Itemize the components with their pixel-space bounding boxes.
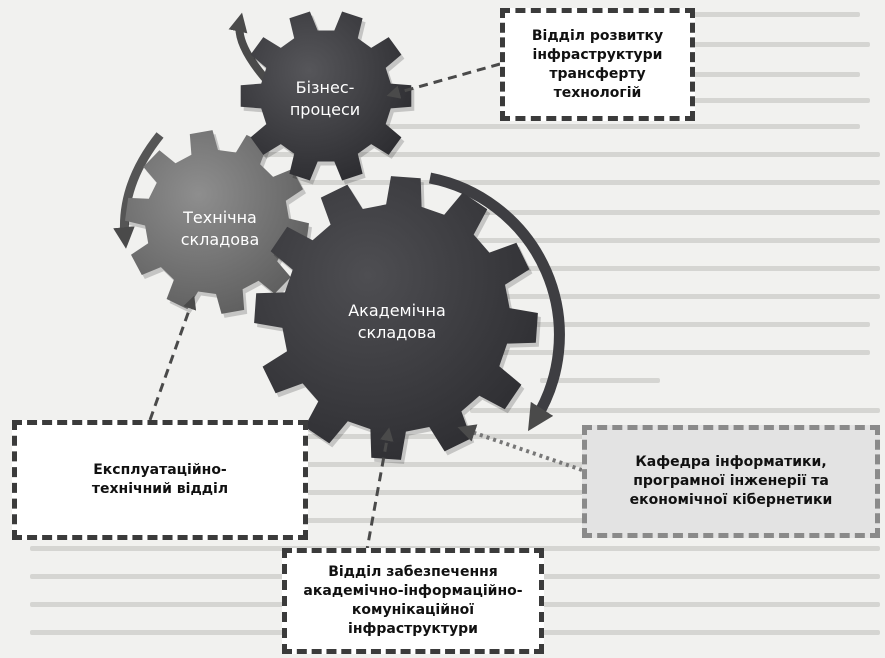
connector-department (457, 424, 583, 472)
unit-box-academic-ict: Відділ забезпечення академічно-інформаці… (282, 548, 544, 654)
connector-academic-ict (364, 427, 394, 556)
unit-academic-ict-text: Відділ забезпечення академічно-інформаці… (303, 564, 523, 637)
gear-label-technical: Технічна складова (170, 207, 270, 251)
gear-academic-text: Академічна складова (348, 301, 446, 342)
rotation-arrow-right (428, 172, 565, 432)
unit-infrastructure-dev-text: Відділ розвитку інфраструктури трансферт… (531, 27, 664, 101)
gear-academic-shape (254, 176, 538, 460)
unit-box-operations: Експлуатаційно-технічний відділ (12, 420, 308, 540)
unit-box-department: Кафедра інформатики, програмної інженері… (582, 425, 880, 538)
gear-label-academic: Академічна складова (342, 300, 452, 344)
gear-business (240, 11, 415, 185)
connector-operations (148, 295, 197, 421)
gear-technical-text: Технічна складова (180, 208, 260, 249)
rotation-arrow-left (113, 132, 164, 249)
unit-operations-text: Експлуатаційно-технічний відділ (91, 462, 229, 497)
gear-business-text: Бізнес-процеси (289, 78, 361, 119)
gear-academic (254, 176, 541, 464)
gear-label-business: Бізнес-процеси (280, 77, 370, 121)
gear-technical (125, 130, 312, 318)
unit-department-text: Кафедра інформатики, програмної інженері… (629, 454, 833, 508)
unit-box-infrastructure-dev: Відділ розвитку інфраструктури трансферт… (500, 8, 695, 121)
gear-technical-shape (125, 130, 309, 314)
connector-infrastructure-dev (386, 62, 501, 99)
gear-business-shape (240, 11, 412, 181)
